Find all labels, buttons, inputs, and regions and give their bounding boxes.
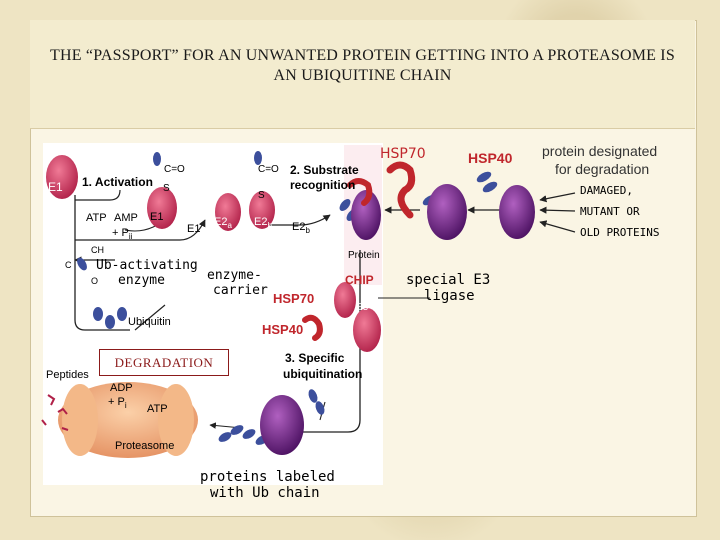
damaged-arrow [539, 192, 576, 203]
proteasome-label: Proteasome [115, 440, 175, 452]
ubiquitin-label: Ubiquitin [128, 316, 171, 328]
cycle-right-line [294, 250, 361, 436]
special-e3-label-2: ligase [424, 288, 475, 304]
damaged-label: DAMAGED, [580, 184, 633, 197]
e1-label: E1 [48, 180, 63, 194]
step1-label: 1. Activation [82, 175, 153, 189]
hsp70-label-mid: HSP70 [273, 291, 315, 306]
step3b-label: ubiquitination [283, 367, 363, 381]
step2b-label: recognition [290, 178, 356, 192]
protein-label: Protein [348, 250, 380, 261]
e1-enzyme-2 [147, 187, 177, 229]
e3-enzyme [353, 308, 381, 352]
labeled-protein [260, 395, 304, 455]
to-e2-arrow [75, 219, 206, 241]
to-e3-arrow [270, 214, 331, 226]
e2a-enzyme [215, 193, 241, 231]
e3-label: E3 [356, 302, 369, 313]
activation-top-line [75, 189, 121, 201]
substrate-protein [351, 190, 381, 240]
adp-label: ADP [110, 382, 133, 394]
labeled-label-2: with Ub chain [210, 485, 320, 501]
designated-label-1: protein designated [542, 143, 658, 159]
proteasome-cap-right [158, 384, 194, 456]
ppi-label: + Pii [112, 227, 133, 242]
e1-enzyme [46, 155, 78, 199]
mutant-label: MUTANT OR [580, 205, 640, 218]
pi-label: + Pi [108, 396, 127, 411]
proteasome-cap-left [62, 384, 98, 456]
cycle-left-line [74, 195, 130, 331]
e2b-enzyme [249, 191, 275, 229]
old-arrow [539, 220, 576, 233]
chip-label: CHIP [345, 273, 374, 287]
enzyme-carrier-label-2: carrier [213, 283, 268, 298]
designated-label-2: for degradation [555, 161, 650, 177]
step2-label: 2. Substrate [290, 163, 359, 177]
e2a-label: E2a [214, 216, 232, 231]
hsp40-label-top: HSP40 [468, 150, 513, 166]
hsp70-shape-3 [302, 314, 323, 341]
peptides-label: Peptides [46, 369, 89, 381]
peptides-icon [41, 394, 69, 431]
slide-title: THE “PASSPORT” FOR AN UNWANTED PROTEIN G… [50, 47, 675, 84]
labeled-label-1: proteins labeled [200, 469, 335, 485]
ub-return-arrow [134, 304, 166, 331]
degradation-label: DEGRADATION [99, 349, 229, 376]
title-band [30, 20, 695, 129]
e1b-label: E1 [150, 211, 164, 223]
ch-label: CH [91, 245, 104, 255]
e2b2-label: E2b [292, 221, 310, 236]
hsp70-shape [386, 161, 416, 219]
step3-label: 3. Specific [285, 351, 345, 365]
hsp40-label-mid: HSP40 [262, 322, 304, 337]
atp-label: ATP [86, 212, 107, 224]
co-label-2: C=O [258, 164, 279, 175]
o-label: O [91, 276, 99, 286]
hsp70-shape-2 [347, 178, 373, 206]
chip-enzyme [334, 282, 356, 318]
designated-protein [499, 185, 535, 239]
hsp-bound-protein [427, 184, 467, 240]
old-label: OLD PROTEINS [580, 226, 660, 239]
enzyme-label: enzyme [118, 273, 165, 288]
c-label: C [65, 260, 72, 270]
e2b-label: E2b [254, 216, 272, 231]
co-label-1: C=O [164, 164, 185, 175]
e1c-label: E1 [187, 223, 201, 235]
mutant-arrow [539, 206, 576, 214]
special-e3-label-1: special E3 [406, 272, 491, 288]
atp2-label: ATP [147, 403, 168, 415]
hsp70-label-top: HSP70 [380, 146, 426, 162]
enzyme-carrier-label-1: enzyme- [207, 268, 262, 283]
s-label-2: S [258, 190, 265, 201]
ub-activating-label: Ub-activating [96, 258, 198, 273]
amp-label: AMP [114, 212, 138, 224]
s-label-1: S [163, 183, 170, 194]
